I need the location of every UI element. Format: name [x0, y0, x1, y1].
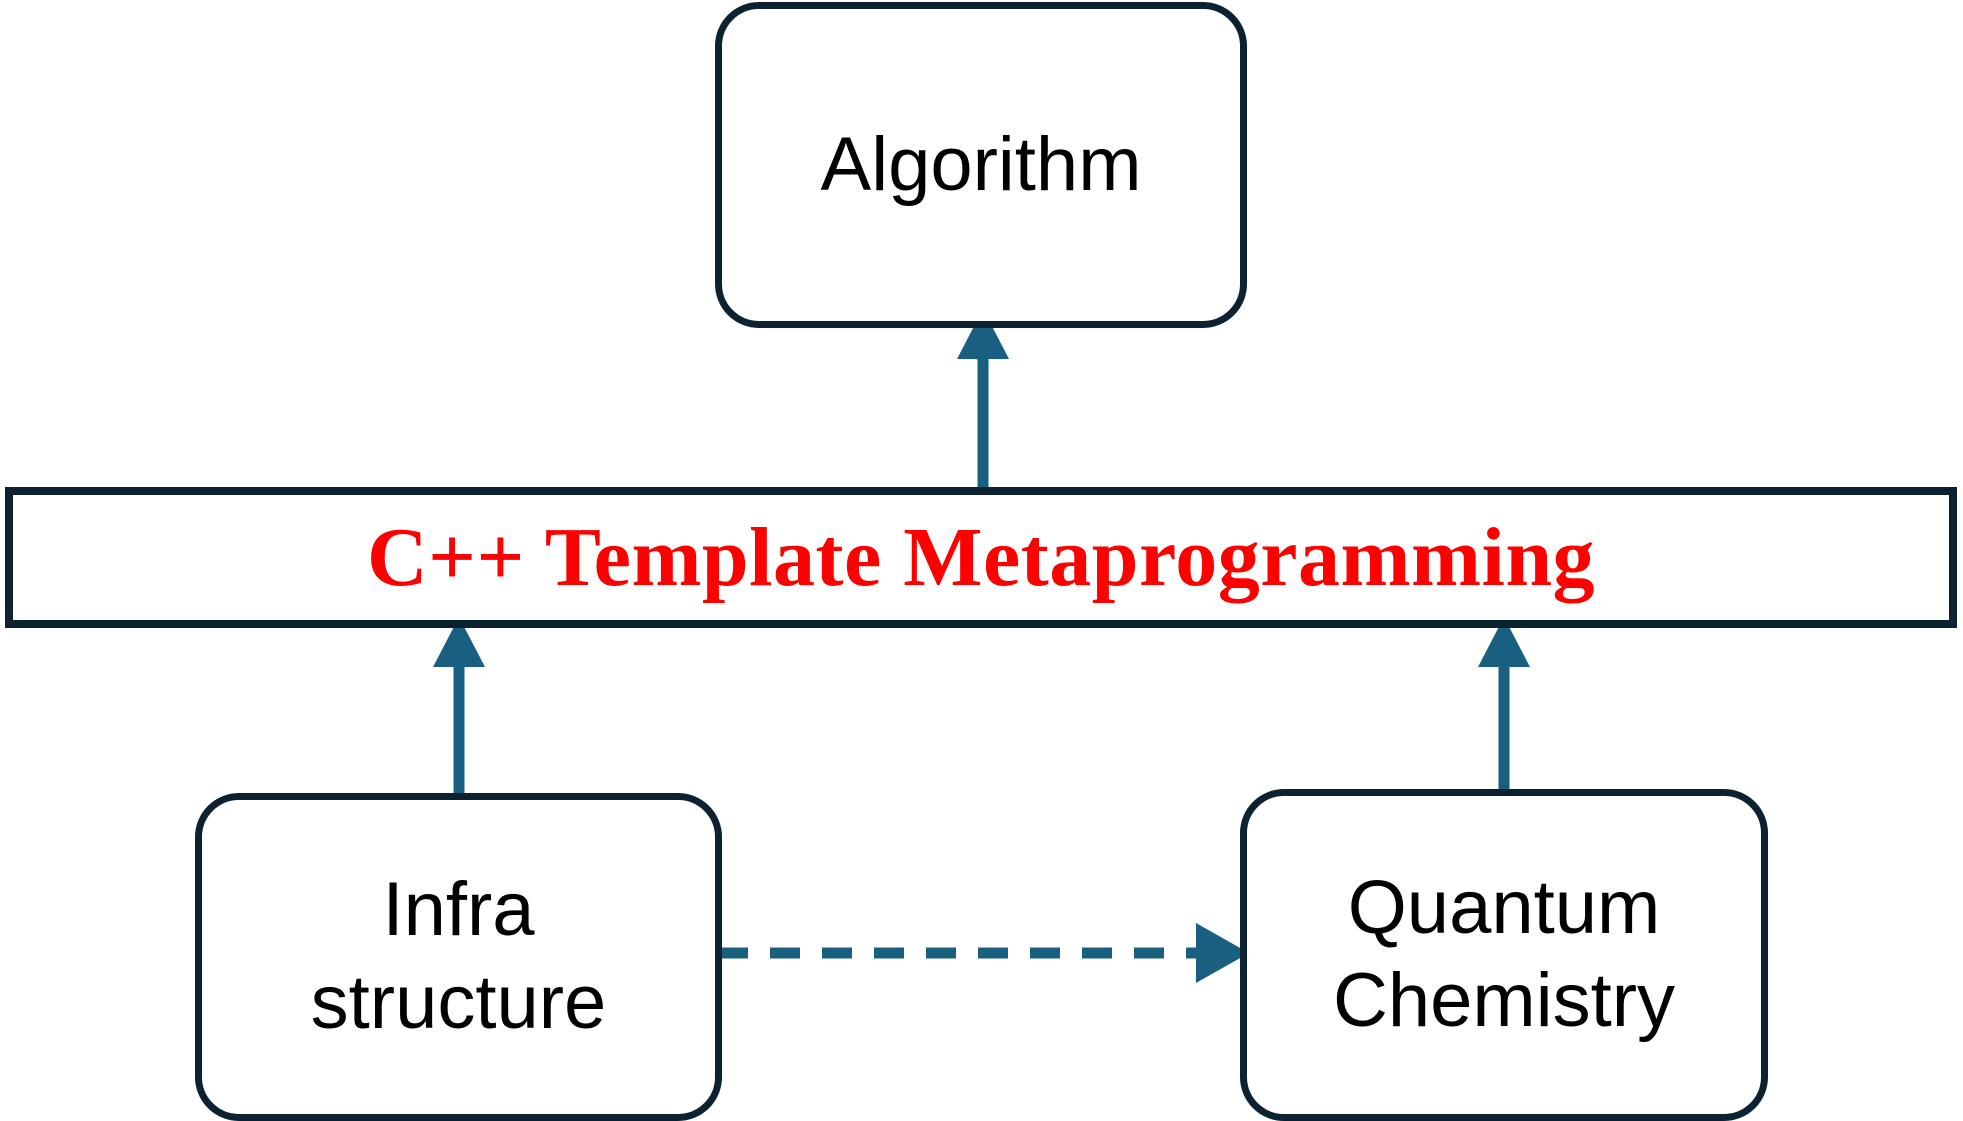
node-cpp-template-metaprogramming-banner[interactable]: C++ Template Metaprogramming — [5, 487, 1957, 628]
node-algorithm[interactable]: Algorithm — [715, 2, 1247, 328]
node-quantum-chemistry[interactable]: Quantum Chemistry — [1240, 789, 1768, 1121]
arrow-infrastructure-to-banner — [433, 617, 485, 793]
node-algorithm-label: Algorithm — [820, 121, 1142, 207]
node-quantum-chemistry-label: Quantum Chemistry — [1332, 865, 1676, 1043]
arrow-banner-to-algorithm — [957, 309, 1009, 487]
node-infrastructure[interactable]: Infra structure — [195, 793, 722, 1121]
arrow-quantum-chemistry-to-banner — [1478, 617, 1530, 789]
node-banner-label: C++ Template Metaprogramming — [366, 510, 1596, 604]
arrow-infrastructure-to-quantum-chemistry — [718, 923, 1249, 983]
node-infrastructure-label: Infra structure — [310, 867, 607, 1045]
